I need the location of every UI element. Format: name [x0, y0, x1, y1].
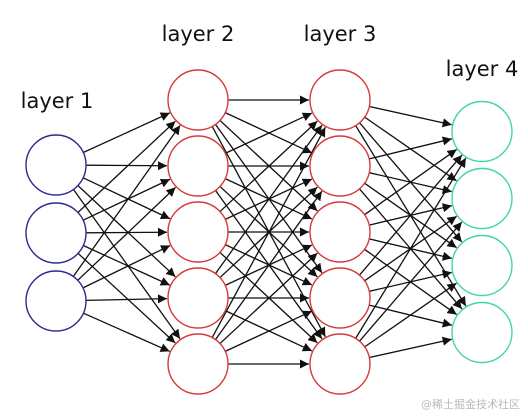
edge-l3n5-l4n4 — [369, 336, 452, 359]
edge-l2n5-l3n3 — [219, 252, 318, 345]
edge-l1n1-l2n1 — [83, 112, 171, 154]
watermark: @稀土掘金技术社区 — [421, 397, 520, 411]
neurons — [25, 69, 513, 395]
edge-l3n3-l4n1 — [364, 148, 458, 216]
edge-l3n4-l4n1 — [358, 154, 463, 276]
edge-l3n5-l4n3 — [364, 282, 457, 348]
edge-l1n3-l2n1 — [72, 124, 181, 277]
edge-l3n1-l4n1 — [369, 105, 452, 128]
edge-l1n2-l2n1 — [77, 120, 176, 213]
edge-l2n5-l3n2 — [214, 190, 323, 341]
connections — [72, 95, 467, 369]
neuron-layer3-4 — [309, 267, 371, 329]
neuron-layer1-2 — [25, 202, 87, 264]
edge-l3n5-l4n2 — [359, 221, 463, 342]
edge-l1n3-l2n4 — [85, 294, 168, 304]
layer-2-label: layer 2 — [162, 22, 235, 46]
neuron-layer3-2 — [309, 135, 371, 197]
layer-4-label: layer 4 — [446, 57, 519, 81]
neuron-layer2-2 — [167, 135, 229, 197]
neuron-layer2-4 — [167, 267, 229, 329]
neuron-layer3-5 — [309, 333, 371, 395]
edge-l1n3-l2n3 — [82, 244, 171, 289]
edge-l3n2-l4n1 — [368, 136, 453, 160]
neuron-layer1-3 — [25, 270, 87, 332]
neuron-layer4-4 — [451, 301, 513, 364]
edge-l1n3-l2n5 — [83, 312, 170, 353]
neuron-layer4-1 — [451, 100, 513, 163]
edge-l2n5-l3n1 — [211, 126, 326, 338]
edge-l1n2-l2n5 — [77, 252, 176, 344]
neuron-layer2-3 — [167, 201, 229, 263]
edge-l2n4-l3n1 — [214, 124, 323, 275]
layer-1-label: layer 1 — [21, 89, 94, 113]
edge-l1n2-l2n2 — [82, 178, 171, 221]
edge-l1n1-l2n3 — [82, 177, 171, 220]
edge-l1n2-l2n3 — [85, 227, 168, 237]
edge-l2n5-l3n4 — [224, 310, 313, 352]
edge-l1n1-l2n5 — [72, 189, 181, 340]
neuron-layer2-5 — [167, 333, 229, 395]
edge-l2n2-l3n1 — [224, 112, 313, 154]
neuron-layer3-1 — [309, 69, 371, 131]
layer-3-label: layer 3 — [304, 22, 377, 46]
edge-l2n3-l3n1 — [219, 120, 318, 213]
neuron-layer4-3 — [451, 234, 513, 297]
neuron-layer1-1 — [25, 134, 87, 196]
neuron-layer4-2 — [451, 167, 513, 230]
edge-l3n5-l4n1 — [355, 157, 467, 339]
edge-l1n2-l2n4 — [83, 244, 171, 286]
edge-l1n3-l2n2 — [77, 186, 176, 281]
edge-l1n1-l2n2 — [85, 161, 168, 171]
neuron-layer3-3 — [309, 201, 371, 263]
edge-l1n1-l2n4 — [77, 185, 176, 278]
neuron-layer2-1 — [167, 69, 229, 131]
